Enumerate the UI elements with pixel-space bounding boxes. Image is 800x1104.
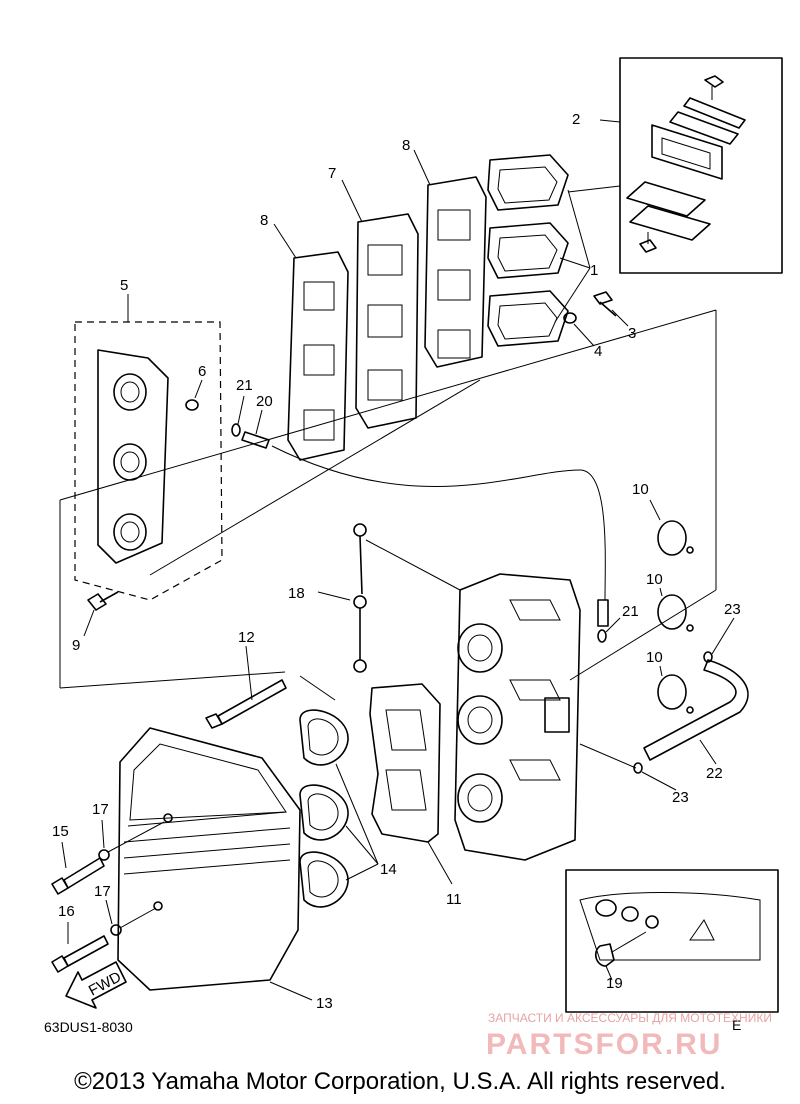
inset-mark: E [732, 1017, 741, 1033]
callout-10-c: 10 [646, 649, 663, 666]
gasket-8-front [273, 223, 349, 461]
link-rod-18 [317, 523, 461, 673]
reed-valve-detail-inset [599, 57, 783, 274]
callout-13: 13 [316, 995, 333, 1012]
intake-manifold-5 [74, 294, 223, 601]
plug-19-inset [565, 869, 779, 1013]
copyright-notice: ©2013 Yamaha Motor Corporation, U.S.A. A… [74, 1068, 726, 1095]
bolt-9 [83, 591, 119, 637]
screws-15-16-washers-17 [51, 819, 165, 973]
callout-9: 9 [72, 637, 80, 654]
callout-8-top: 8 [402, 137, 410, 154]
callout-7: 7 [328, 165, 336, 182]
callout-18: 18 [288, 585, 305, 602]
callout-6: 6 [198, 363, 206, 380]
callout-16: 16 [58, 903, 75, 920]
callout-21-top: 21 [236, 377, 253, 394]
callout-3: 3 [628, 325, 636, 342]
callout-22: 22 [706, 765, 723, 782]
group-boundary-lines [59, 309, 717, 689]
callout-1: 1 [590, 262, 598, 279]
callout-5: 5 [120, 277, 128, 294]
fuel-hose-curve [271, 445, 606, 601]
carburetor-assembly [454, 573, 581, 861]
nut-6 [185, 379, 203, 411]
callout-23-bottom: 23 [672, 789, 689, 806]
callout-8-left: 8 [260, 212, 268, 229]
callout-10-a: 10 [632, 481, 649, 498]
callout-20: 20 [256, 393, 273, 410]
callout-11: 11 [446, 891, 462, 908]
callout-4: 4 [594, 343, 602, 360]
fwd-arrow-icon: FWD [65, 961, 127, 1009]
hose-22-and-clips-23 [579, 617, 749, 791]
screw-3-and-washer-4 [563, 291, 629, 347]
callout-2: 2 [572, 111, 580, 128]
clip-21-lower [597, 599, 621, 643]
callout-14: 14 [380, 861, 397, 878]
clip-21-and-hose-20 [231, 395, 270, 449]
callout-17-bottom: 17 [94, 883, 111, 900]
callout-12: 12 [238, 629, 255, 646]
fwd-label: FWD [86, 968, 124, 999]
watermark-tagline: ЗАПЧАСТИ И АКСЕССУАРЫ ДЛЯ МОТОТЕХНИКИ [488, 1011, 772, 1025]
bolt-12 [205, 645, 336, 729]
watermark-brand: PARTSFOR.RU [486, 1028, 722, 1061]
callout-21-lower: 21 [622, 603, 639, 620]
callout-17-top: 17 [92, 801, 109, 818]
gaskets-14 [299, 709, 379, 908]
gasket-11 [369, 683, 453, 885]
callout-19: 19 [606, 975, 623, 992]
gasket-7 [341, 179, 419, 429]
callout-10-b: 10 [646, 571, 663, 588]
drawing-code: 63DUS1-8030 [44, 1019, 133, 1035]
gasket-8-rear [413, 149, 487, 368]
callout-15: 15 [52, 823, 69, 840]
reed-valve-assemblies [487, 154, 621, 347]
silencer-13 [117, 727, 313, 1001]
o-rings-10 [649, 499, 694, 714]
callout-23-top: 23 [724, 601, 741, 618]
